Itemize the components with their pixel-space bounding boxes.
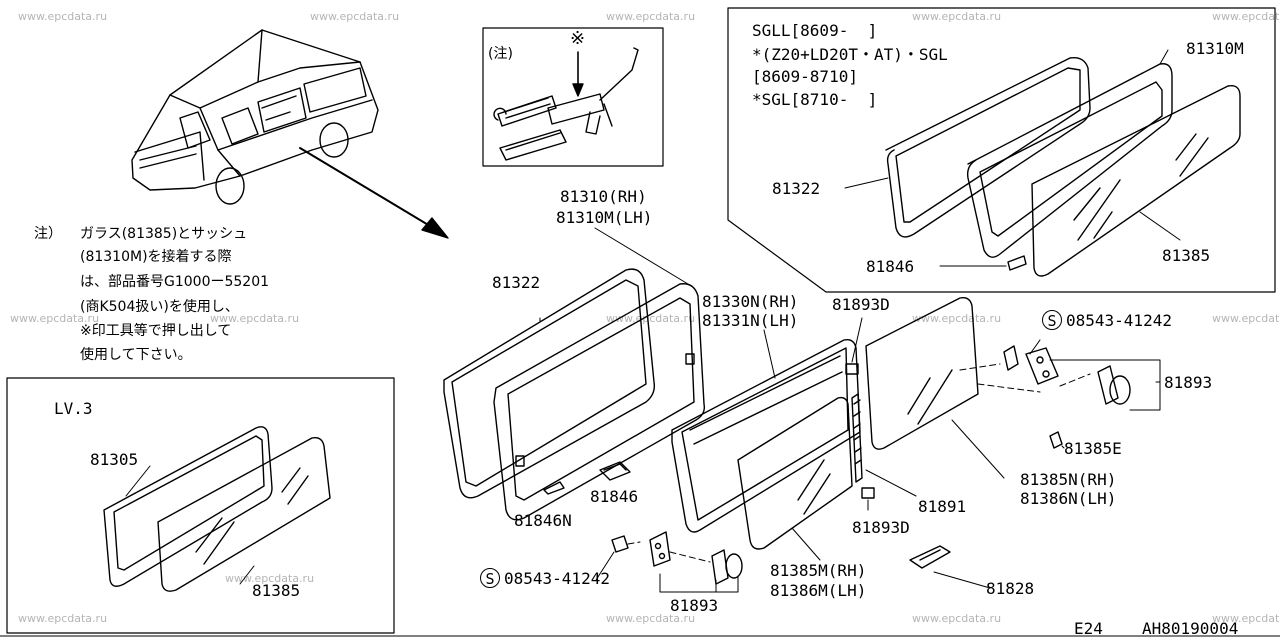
part-number: 81891 [918,497,967,516]
part-number: 81310M [1186,39,1244,58]
part-number: 81385E [1064,439,1122,458]
part-number: 81330N(RH) [702,292,799,311]
watermark: www.epcdata.ru [912,10,1002,23]
part-number: 81386N(LH) [1020,489,1117,508]
sash-main [493,283,706,521]
part-number: 81846 [590,487,639,506]
note-label: 注） [34,226,62,242]
sgl-line: *SGL[8710- ] [752,90,878,109]
callout-arrow [299,147,431,227]
seal-81846 [599,461,631,481]
part-number: 81828 [986,579,1035,598]
weatherstrip-lv3 [103,426,273,587]
part-number: 81893D [832,295,890,314]
callout-arrowhead [421,217,449,239]
glass-top [1031,85,1241,277]
sgl-inset-frame [727,7,1276,293]
watermark: www.epcdata.ru [1212,312,1280,325]
note-line: ガラス(81385)とサッシュ [80,226,248,242]
lv3-title: LV.3 [54,399,93,418]
part-number: 81385N(RH) [1020,470,1117,489]
sgl-line: [8609-8710] [752,67,858,86]
watermark: www.epcdata.ru [18,612,108,625]
note-line: 使用して下さい。 [80,347,192,363]
sliding-frame [671,338,861,533]
note-line: (商K504扱い)を使用し、 [80,299,239,315]
watermark: www.epcdata.ru [1212,612,1280,625]
watermark: www.epcdata.ru [606,312,696,325]
guide-rail [851,393,863,483]
page-code: E24 [1074,619,1103,638]
part-number: 81310(RH) [560,187,647,206]
watermark: www.epcdata.ru [210,312,300,325]
watermark: www.epcdata.ru [18,10,108,23]
s-mark-icon: S [1042,310,1062,330]
note-line: は、部品番号G1000ー55201 [80,274,270,290]
glass-fixed [865,296,979,450]
part-number: 81893 [1164,373,1213,392]
part-number: 81846N [514,511,572,530]
latch-right [959,345,1131,405]
van-illustration [131,29,379,205]
sealant-gun [493,47,639,161]
part-number: 81385 [1162,246,1211,265]
watermark: www.epcdata.ru [10,312,100,325]
stopper-top [845,363,859,375]
tool-inset-frame [482,27,664,167]
weatherstrip-main [443,268,656,499]
watermark: www.epcdata.ru [606,10,696,23]
part-number: 81322 [492,273,541,292]
drawing-code: AH80190004 [1142,619,1239,638]
weatherstrip-top [885,57,1091,238]
latch-bottom [611,531,743,585]
watermark: www.epcdata.ru [1212,10,1280,23]
glass-slide [737,396,853,550]
tool-inset-label: (注) [488,46,513,62]
part-number-text: 08543-41242 [1066,311,1172,330]
part-number: 81385M(RH) [770,561,867,580]
watermark: www.epcdata.ru [310,10,400,23]
part-number: 81893 [670,596,719,615]
watermark: www.epcdata.ru [912,312,1002,325]
part-number: 81331N(LH) [702,311,799,330]
glass-lv3 [157,436,331,592]
seal-81846n [543,481,565,495]
part-number: 81893D [852,518,910,537]
stopper-bottom [861,487,875,499]
part-number-text: 08543-41242 [504,569,610,588]
part-number: 81386M(LH) [770,581,867,600]
note-line: ※印工具等で押し出して [80,323,232,339]
sgl-line: *(Z20+LD20T・AT)・SGL [752,45,948,64]
clip-81385e [1049,431,1063,449]
part-number: 81310M(LH) [556,208,653,227]
sash-top [966,63,1173,258]
spacer-top [1007,255,1027,271]
bracket-81828 [909,545,951,569]
part-number: 81846 [866,257,915,276]
note-line: (81310M)を接着する際 [80,249,232,265]
tool-mark: ※ [570,28,586,49]
lv3-inset-frame [6,377,395,634]
part-number: 81385 [252,581,301,600]
s-mark-icon: S [480,568,500,588]
watermark: www.epcdata.ru [606,612,696,625]
part-number: 81305 [90,450,139,469]
watermark: www.epcdata.ru [912,612,1002,625]
part-number: 81322 [772,179,821,198]
sgl-line: SGLL[8609- ] [752,21,878,40]
